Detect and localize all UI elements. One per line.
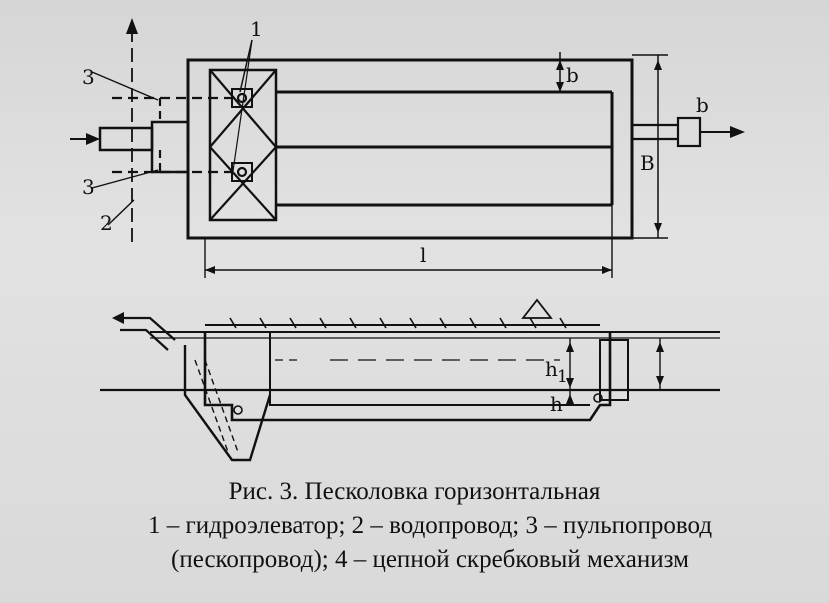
label-dim-b-right: b <box>696 93 709 117</box>
label-item-3-top: 3 <box>82 65 95 89</box>
leader-2 <box>107 199 135 226</box>
figure-legend-line-2: (пескопровод); 4 – цепной скребковый мех… <box>171 546 689 573</box>
plan-view <box>70 18 745 278</box>
leader-3-bottom <box>91 169 159 189</box>
leader-3-top <box>91 71 159 101</box>
arrow-up-icon <box>126 18 138 34</box>
label-dim-l: l <box>420 243 426 267</box>
section-tank <box>203 332 612 422</box>
plan-inlet-chamber <box>150 120 190 174</box>
label-dim-h1-sub: 1 <box>557 367 568 387</box>
inlet-arrow-icon <box>86 133 100 145</box>
drive-unit <box>521 298 553 319</box>
label-dim-h: h <box>550 392 563 416</box>
section-hopper <box>183 345 272 462</box>
label-item-3-bottom: 3 <box>82 175 95 199</box>
pulp-out-arrow-icon <box>112 312 124 324</box>
plan-outlet-pipe <box>676 116 702 148</box>
section-view <box>100 298 720 462</box>
label-dim-b-top: b <box>566 63 579 87</box>
label-item-1: 1 <box>250 17 263 41</box>
label-item-2: 2 <box>100 211 113 235</box>
outlet-arrow-icon <box>730 126 745 138</box>
plan-inlet-pipe <box>98 126 154 152</box>
plan-hopper <box>208 68 278 222</box>
label-dim-h1: h <box>545 357 558 381</box>
label-dim-B: B <box>640 151 655 175</box>
figure-caption-title: Рис. 3. Песколовка горизонтальная <box>228 478 601 505</box>
figure-legend-line-1: 1 – гидроэлеватор; 2 – водопровод; 3 – п… <box>147 512 713 539</box>
leader-1 <box>239 39 253 93</box>
